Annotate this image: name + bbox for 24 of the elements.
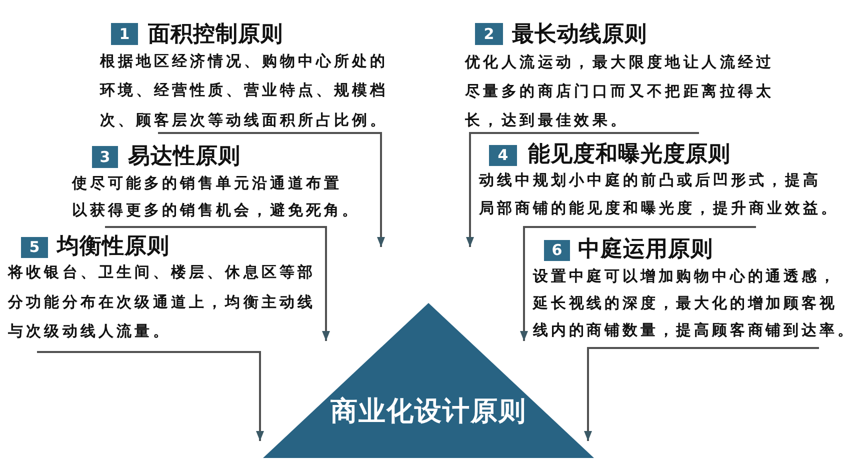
principle-heading: 能见度和曝光度原则 (528, 142, 730, 168)
arrow (520, 226, 756, 341)
principle-description: 根据地区经济情况、购物中心所处的环境、经营性质、营业特点、规模档次、顾客层次等动线面积所占比例。 (100, 50, 389, 130)
number-badge: 2 (475, 23, 503, 45)
number-badge: 6 (544, 240, 570, 261)
principle-description: 优化人流运动，最大限度地让人流经过尽量多的商店门口而又不把距离拉得太长，达到最佳效果。 (465, 52, 776, 130)
principle-description: 将收银台、卫生间、楼层、休息区等部分功能分布在次级通道上，均衡主动线与次级动线人流量。 (8, 262, 317, 342)
arrow (466, 132, 699, 247)
principle-description: 使尽可能多的销售单元沿通道布置以获得更多的销售机会，避免死角。 (72, 172, 361, 220)
arrow (105, 226, 330, 341)
arrow (158, 132, 385, 247)
principle-description: 动线中规划小中庭的前凸或后凹形式，提高局部商铺的能见度和曝光度，提升商业效益。 (479, 170, 840, 219)
principle-heading: 中庭运用原则 (578, 237, 713, 263)
principle-description: 设置中庭可以增加购物中心的通透感，延长视线的深度，最大化的增加顾客视线内的商铺数量，提高顾客商铺到达率。 (533, 266, 856, 341)
principle-heading: 最长动线原则 (512, 22, 647, 48)
arrow (584, 347, 819, 441)
number-badge: 1 (111, 23, 138, 45)
principle-heading: 易达性原则 (128, 144, 240, 170)
number-badge: 4 (489, 145, 517, 166)
principle-heading: 均衡性原则 (57, 234, 170, 260)
number-badge: 3 (92, 146, 118, 168)
number-badge: 5 (21, 237, 48, 258)
arrow (37, 351, 264, 441)
principle-heading: 面积控制原则 (148, 22, 283, 48)
